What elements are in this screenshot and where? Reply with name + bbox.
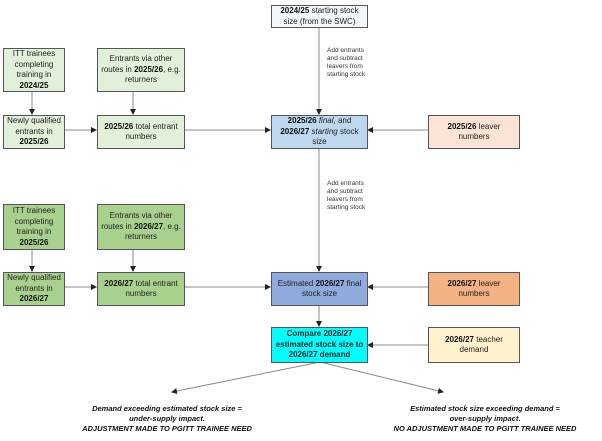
label: leaver numbers bbox=[458, 278, 501, 299]
starting-stock-box: 2024/25 starting stock size (from the SW… bbox=[271, 5, 368, 28]
label: Newly qualified entrants in bbox=[7, 273, 61, 293]
year: 2025/26 bbox=[19, 137, 49, 147]
year: 2025/26 bbox=[104, 121, 134, 131]
year: 2024/25 bbox=[280, 6, 310, 15]
other-entrants-2026-27-box: Entrants via other routes in 2026/27, e.… bbox=[97, 204, 185, 250]
label: Newly qualified entrants in bbox=[7, 116, 61, 136]
label: final stock size bbox=[301, 278, 362, 299]
teacher-demand-box: 2026/27 teacher demand bbox=[428, 327, 520, 363]
label: Estimated bbox=[277, 278, 316, 288]
outcome-over-supply: Estimated stock size exceeding demand = … bbox=[375, 404, 595, 434]
label: starting bbox=[311, 126, 338, 136]
year: 2025/26 bbox=[287, 116, 317, 126]
calc-note-2: Add entrants and subtract leavers from s… bbox=[327, 180, 366, 211]
label: , e.g. returners bbox=[124, 64, 181, 85]
outcome-description: Estimated stock size exceeding demand = … bbox=[410, 404, 560, 423]
label: ITT trainees completing training in bbox=[12, 49, 56, 79]
compare-box: Compare 2026/27 estimated stock size to … bbox=[271, 327, 368, 363]
leavers-2026-27-box: 2026/27 leaver numbers bbox=[428, 272, 520, 306]
year: 2025/26 bbox=[447, 121, 477, 131]
year: 2026/27 bbox=[445, 334, 474, 344]
label: , e.g. returners bbox=[124, 221, 181, 242]
newly-qualified-2025-26-box: Newly qualified entrants in 2025/26 bbox=[3, 115, 65, 149]
total-entrants-2026-27-box: 2026/27 total entrant numbers bbox=[97, 272, 185, 306]
outcome-description: Demand exceeding estimated stock size = … bbox=[92, 404, 242, 423]
label: teacher demand bbox=[459, 334, 503, 355]
year: 2026/27 bbox=[280, 126, 310, 136]
arrow-compare-to-right bbox=[319, 361, 444, 394]
arrow-compare-to-left bbox=[171, 361, 321, 394]
label: stock size bbox=[312, 126, 359, 147]
other-entrants-2025-26-box: Entrants via other routes in 2025/26, e.… bbox=[97, 48, 185, 92]
year: 2026/27 bbox=[104, 278, 134, 288]
label: leaver numbers bbox=[458, 121, 501, 142]
label: Entrants via other routes in bbox=[101, 211, 173, 231]
total-entrants-2025-26-box: 2025/26 total entrant numbers bbox=[97, 115, 185, 149]
label: Compare 2026/27 estimated stock size to … bbox=[275, 329, 364, 360]
label: Entrants via other routes in bbox=[101, 54, 173, 74]
stock-2025-26-box: 2025/26 final, and 2026/27 starting stoc… bbox=[271, 115, 368, 149]
itt-trainees-2024-25-box: ITT trainees completing training in 2024… bbox=[3, 48, 65, 92]
label: total entrant numbers bbox=[125, 121, 178, 142]
year: 2026/27 bbox=[19, 294, 49, 304]
label: total entrant numbers bbox=[125, 278, 178, 299]
outcome-action: NO ADJUSTMENT MADE TO PGITT TRAINEE NEED bbox=[393, 424, 577, 433]
year: 2025/26 bbox=[134, 64, 164, 74]
label: , and bbox=[333, 116, 352, 126]
leavers-2025-26-box: 2025/26 leaver numbers bbox=[428, 115, 520, 149]
itt-trainees-2025-26-box: ITT trainees completing training in 2025… bbox=[3, 204, 65, 250]
label: starting stock size (from the SWC) bbox=[283, 6, 359, 26]
newly-qualified-2026-27-box: Newly qualified entrants in 2026/27 bbox=[3, 272, 65, 306]
year: 2025/26 bbox=[19, 237, 49, 247]
outcome-action: ADJUSTMENT MADE TO PGITT TRAINEE NEED bbox=[82, 424, 252, 433]
outcome-under-supply: Demand exceeding estimated stock size = … bbox=[62, 404, 272, 434]
label: ITT trainees completing training in bbox=[12, 206, 56, 236]
year: 2026/27 bbox=[315, 278, 345, 288]
label: final bbox=[318, 116, 334, 126]
calc-note-1: Add entrants and subtract leavers from s… bbox=[327, 47, 366, 78]
year: 2024/25 bbox=[19, 80, 49, 90]
estimated-stock-2026-27-box: Estimated 2026/27 final stock size bbox=[271, 272, 368, 306]
year: 2026/27 bbox=[447, 278, 477, 288]
year: 2026/27 bbox=[134, 221, 164, 231]
